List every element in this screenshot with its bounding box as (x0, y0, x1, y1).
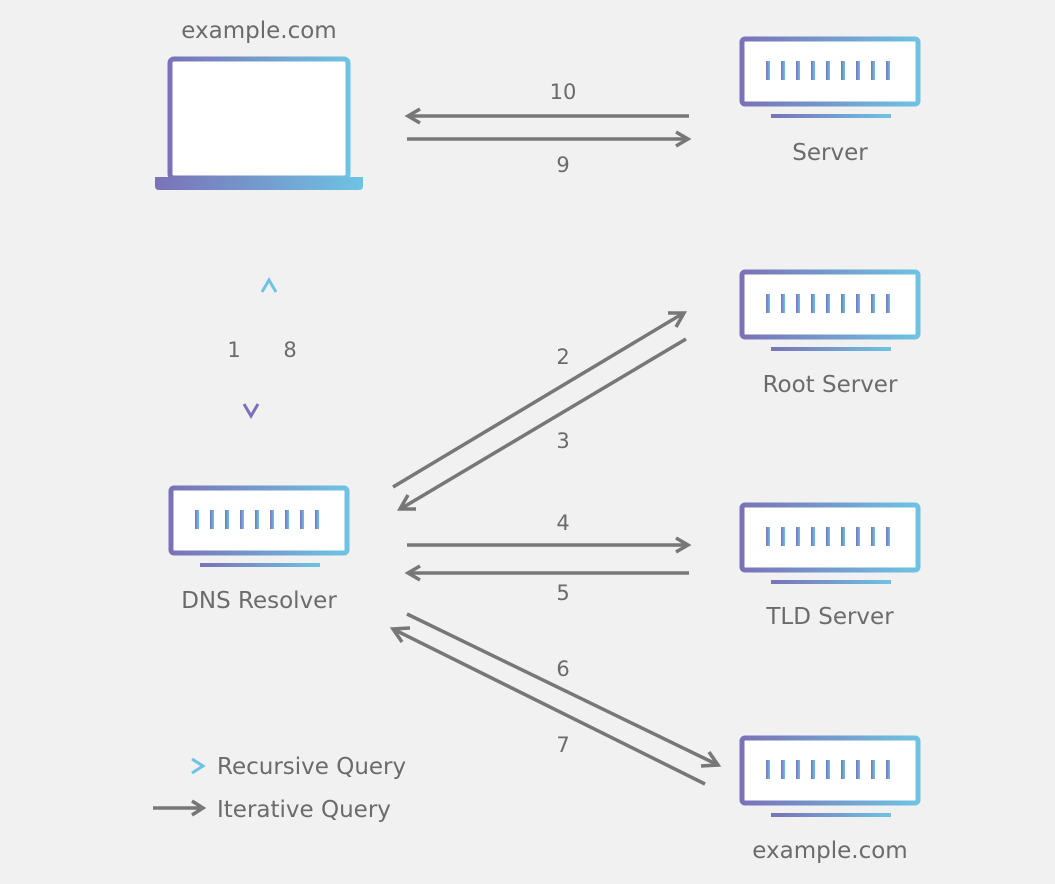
step-7-label: 7 (556, 733, 569, 757)
arrow-step-10 (404, 107, 689, 125)
step-5-label: 5 (556, 581, 569, 605)
legend-recursive-label: Recursive Query (217, 754, 406, 780)
step-3-label: 3 (556, 429, 569, 453)
tld-server-label: TLD Server (765, 604, 894, 630)
arrow-step-1 (242, 280, 260, 419)
root-server-label: Root Server (763, 372, 898, 398)
arrow-step-4 (407, 536, 692, 554)
legend-iterative-arrow (153, 799, 207, 817)
legend-iterative-label: Iterative Query (217, 797, 391, 823)
authoritative-server-node: example.com (742, 738, 918, 864)
arrow-step-2 (392, 311, 688, 489)
arrow-step-9 (407, 130, 692, 148)
arrow-step-6 (406, 612, 722, 768)
root-server-node: Root Server (742, 272, 918, 398)
server-icon (742, 738, 918, 817)
step-6-label: 6 (556, 657, 569, 681)
resolver-node: DNS Resolver (171, 488, 347, 614)
step-2-label: 2 (556, 345, 569, 369)
server-icon (742, 39, 918, 118)
server-icon (742, 272, 918, 351)
server-label: Server (792, 140, 868, 166)
legend-recursive-arrow (153, 757, 206, 775)
resolver-label: DNS Resolver (181, 588, 337, 614)
client-node: example.com (155, 18, 363, 190)
step-4-label: 4 (556, 511, 569, 535)
authoritative-server-label: example.com (752, 838, 907, 864)
arrow-step-3 (396, 337, 687, 511)
step-8-label: 8 (283, 338, 296, 362)
legend: Recursive Query Iterative Query (153, 754, 406, 823)
laptop-icon (155, 56, 363, 190)
step-1-label: 1 (227, 338, 240, 362)
arrow-step-8 (260, 277, 278, 420)
server-icon (171, 488, 347, 567)
server-icon (742, 505, 918, 584)
arrow-step-5 (404, 564, 689, 582)
client-label: example.com (181, 18, 336, 44)
tld-server-node: TLD Server (742, 505, 918, 630)
arrow-step-7 (389, 626, 706, 786)
step-9-label: 9 (556, 153, 569, 177)
step-10-label: 10 (550, 80, 577, 104)
server-node: Server (742, 39, 918, 166)
